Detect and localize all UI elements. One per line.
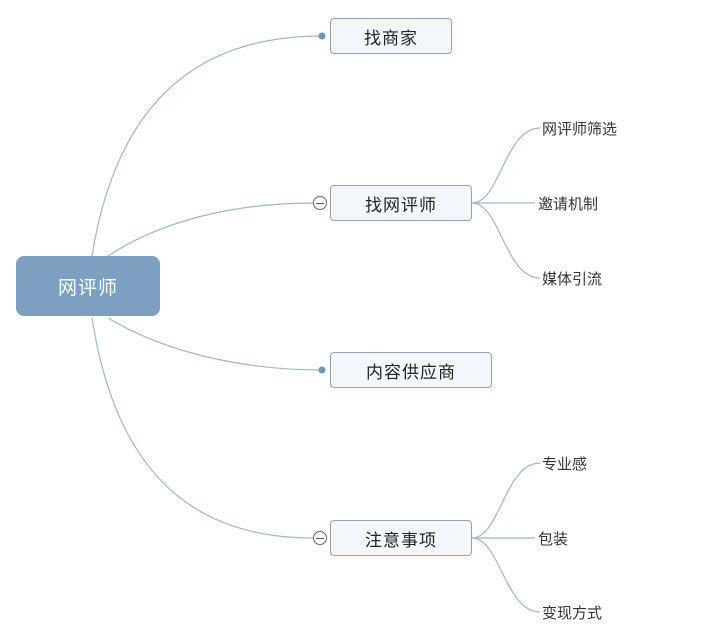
leaf-node-professionalism[interactable]: 专业感 [542,455,588,473]
branch-node-find-reviewers[interactable]: 找网评师 [330,185,472,221]
leaf-node-invitation-mechanism[interactable]: 邀请机制 [538,195,599,213]
connector-branch-4-leaf-3 [471,537,541,613]
connector-dot-branch-1 [318,32,326,40]
root-node-label: 网评师 [57,276,118,299]
branch-node-find-merchants[interactable]: 找商家 [330,18,452,54]
connector-root-branch-3 [107,317,323,371]
collapse-toggle-icon[interactable] [313,196,327,210]
leaf-node-monetization[interactable]: 变现方式 [542,604,603,622]
leaf-node-media-traffic[interactable]: 媒体引流 [542,270,603,288]
connector-root-branch-4 [91,317,314,539]
branch-node-label: 找商家 [364,28,418,49]
connector-dot-branch-3 [318,366,326,374]
branch-node-content-suppliers[interactable]: 内容供应商 [330,352,492,388]
branch-node-label: 找网评师 [365,195,437,216]
root-node[interactable]: 网评师 [16,256,160,316]
leaf-node-packaging[interactable]: 包装 [538,530,569,548]
connector-root-branch-2 [107,202,314,257]
connector-branch-2-leaf-1 [471,127,541,204]
collapse-toggle-icon[interactable] [313,531,327,545]
branch-node-label: 注意事项 [365,530,437,551]
connector-branch-4-leaf-1 [471,462,541,539]
branch-node-label: 内容供应商 [366,362,456,383]
leaf-node-reviewer-screening[interactable]: 网评师筛选 [542,120,618,138]
branch-node-precautions[interactable]: 注意事项 [330,520,472,556]
connector-root-branch-1 [91,35,323,257]
connector-branch-2-leaf-3 [471,202,541,279]
